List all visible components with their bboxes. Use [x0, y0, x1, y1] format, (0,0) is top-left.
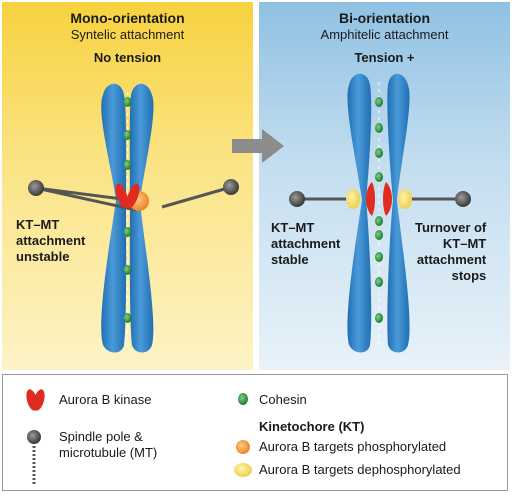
- bi-orientation-panel: Bi-orientation Amphitelic attachment Ten…: [259, 2, 510, 370]
- panel-title: Mono-orientation: [70, 10, 185, 26]
- cohesin-icon: [375, 97, 383, 323]
- legend-dephosphorylated-label: Aurora B targets dephosphorylated: [259, 462, 461, 477]
- aurora-b-kinase-icon: [115, 183, 140, 209]
- legend-spindle-label: Spindle pole & microtubule (MT): [59, 429, 158, 460]
- cohesin-icon: [123, 97, 132, 323]
- spindle-pole-icon: [289, 191, 471, 207]
- panel-subtitle: Syntelic attachment: [70, 27, 185, 42]
- legend-phosphorylated-label: Aurora B targets phosphorylated: [259, 439, 447, 454]
- kinetochore-icon: [346, 189, 412, 209]
- panel-subtitle: Amphitelic attachment: [320, 27, 449, 42]
- annotation-stable: KT–MT attachment stable: [271, 220, 341, 267]
- mono-orientation-panel: Mono-orientation Syntelic attachment No …: [2, 2, 253, 370]
- left-chromosome: [101, 83, 154, 353]
- spindle-pole-icon: [27, 430, 41, 486]
- legend-symbols: [26, 389, 252, 486]
- aurora-b-kinase-icon: [366, 182, 392, 216]
- tension-label: No tension: [93, 50, 162, 65]
- legend-aurora-label: Aurora B kinase: [59, 392, 152, 407]
- legend-cohesin-label: Cohesin: [259, 392, 307, 407]
- cohesin-icon: [238, 393, 248, 405]
- tension-label: Tension +: [354, 50, 415, 65]
- annotation-turnover: Turnover of KT–MT attachment stops: [415, 220, 487, 283]
- aurora-b-kinase-icon: [26, 389, 45, 411]
- annotation-unstable: KT–MT attachment unstable: [16, 217, 86, 264]
- legend-kinetochore-header: Kinetochore (KT): [259, 419, 365, 434]
- chromosome-diagram: [28, 73, 471, 353]
- kinetochore-icon: [234, 440, 252, 477]
- legend: Aurora B kinase Spindle pole & microtubu…: [2, 374, 508, 491]
- panel-title: Bi-orientation: [339, 10, 430, 26]
- right-chromosome: [347, 73, 410, 353]
- arrow-right-icon: [232, 129, 284, 163]
- spindle-pole-icon: [28, 179, 239, 212]
